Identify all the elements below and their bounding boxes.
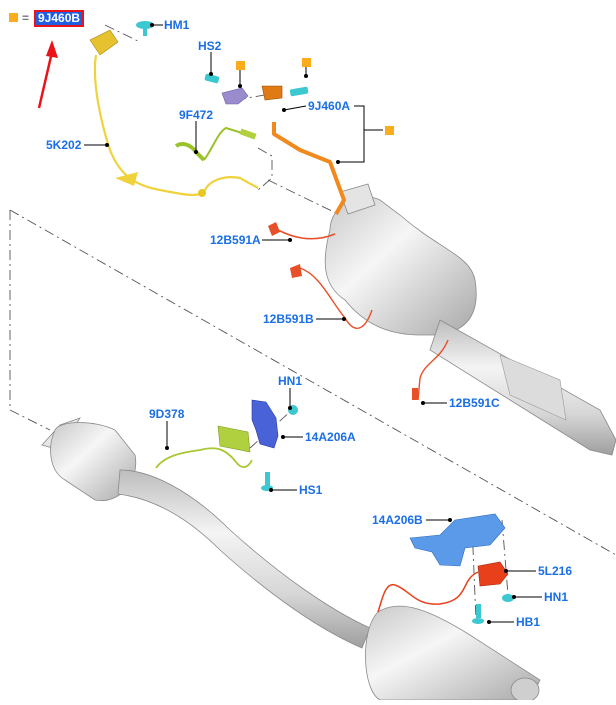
legend-equals: = [22, 11, 30, 25]
label-12b591b[interactable]: 12B591B [263, 312, 314, 326]
bracket-small[interactable] [221, 87, 249, 105]
muffler[interactable] [365, 605, 541, 703]
sensor-9f472[interactable] [174, 126, 257, 162]
catalytic-converter-lower[interactable] [41, 417, 371, 649]
label-hn1-upper[interactable]: HN1 [278, 374, 303, 388]
label-5k202[interactable]: 5K202 [46, 138, 82, 152]
fastener-hb1[interactable] [472, 604, 484, 624]
construction-line-14a206b-b [501, 519, 509, 596]
fastener-right[interactable] [289, 86, 309, 97]
marker-pipe-icon [385, 126, 394, 135]
sensor-12b591a[interactable] [268, 222, 336, 240]
catalytic-converter-upper[interactable] [324, 183, 616, 456]
label-9f472[interactable]: 9F472 [179, 108, 214, 122]
red-arrow-icon [37, 40, 58, 109]
label-hs2[interactable]: HS2 [198, 39, 222, 53]
pipe-9j460a[interactable] [261, 85, 346, 215]
label-hn1-lower[interactable]: HN1 [544, 590, 569, 604]
marker-fastener-icon [302, 58, 311, 67]
legend-part-code[interactable]: 9J460B [34, 10, 85, 27]
label-9j460a[interactable]: 9J460A [308, 99, 351, 113]
label-hb1[interactable]: HB1 [516, 615, 541, 629]
fastener-hs2[interactable] [204, 73, 220, 84]
construction-line-left [9, 210, 51, 431]
label-12b591c[interactable]: 12B591C [449, 396, 500, 410]
leader-lines [84, 24, 542, 623]
sensor-9d378[interactable] [155, 425, 253, 469]
sensor-12b591c[interactable] [412, 339, 449, 401]
bracket-14a206b[interactable] [409, 513, 506, 567]
construction-line-sensor [257, 147, 273, 191]
marker-bracket-icon [236, 61, 245, 70]
wiring-harness-5k202[interactable] [89, 29, 259, 197]
construction-line-diagonal [9, 209, 616, 556]
bracket-14a206a[interactable] [251, 399, 279, 449]
construction-line-hm1 [104, 24, 141, 43]
legend-marker-icon [9, 13, 18, 22]
label-hs1[interactable]: HS1 [299, 483, 323, 497]
module-5l216[interactable] [377, 561, 509, 613]
label-5l216[interactable]: 5L216 [538, 564, 573, 578]
construction-line-upper [267, 179, 339, 215]
label-14a206a[interactable]: 14A206A [305, 430, 356, 444]
marker-leaders [239, 66, 307, 86]
label-9d378[interactable]: 9D378 [149, 407, 185, 421]
fastener-hn1-b[interactable] [502, 594, 514, 602]
label-14a206b[interactable]: 14A206B [372, 513, 423, 527]
fastener-hm1[interactable] [136, 21, 154, 36]
label-12b591a[interactable]: 12B591A [210, 233, 261, 247]
label-hm1[interactable]: HM1 [164, 18, 190, 32]
